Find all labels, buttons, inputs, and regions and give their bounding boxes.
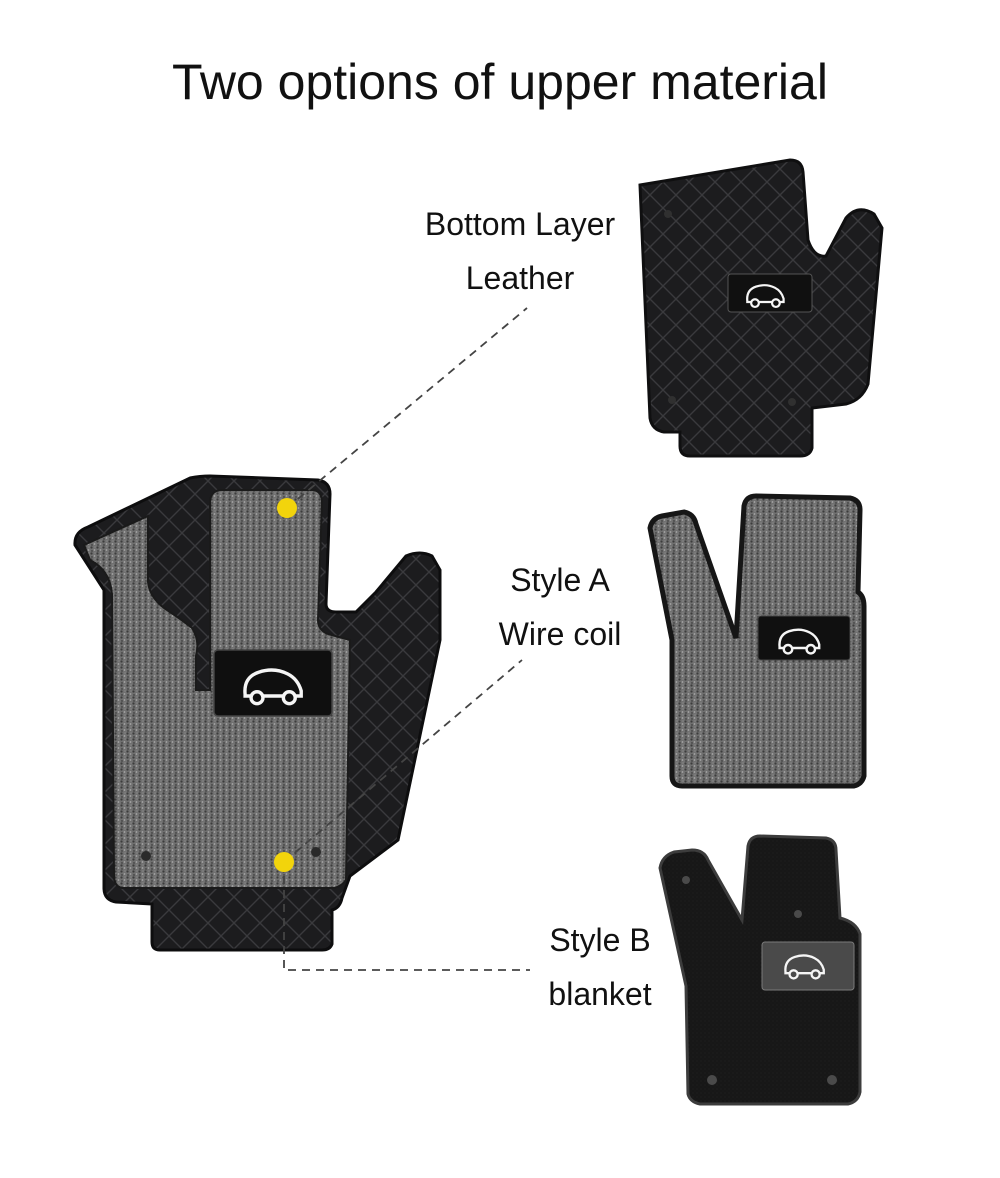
- main-mat-badge: [213, 649, 333, 717]
- callout-line-blanket: [283, 862, 530, 971]
- label-bottom-layer-line1: Bottom Layer: [424, 206, 616, 242]
- label-bottom-layer: Bottom Layer Leather: [400, 197, 640, 305]
- label-style-b-line1: Style B: [549, 922, 651, 958]
- label-bottom-layer-line2: Leather: [465, 260, 575, 296]
- main-mat: [73, 474, 442, 952]
- blanket-mat: [658, 834, 862, 1106]
- marker-coil-dot: [274, 852, 294, 872]
- label-style-b-line2: blanket: [548, 976, 652, 1012]
- blanket-mat-body: [658, 834, 862, 1106]
- car-logo-icon: [746, 284, 785, 309]
- car-logo-icon: [243, 668, 303, 706]
- marker-leather-dot: [277, 498, 297, 518]
- wire-coil-mat-badge: [757, 615, 851, 661]
- blanket-mat-badge: [761, 941, 855, 991]
- leather-mat-badge: [727, 273, 813, 313]
- wire-coil-mat-body: [647, 493, 867, 789]
- callout-lines: [283, 307, 530, 971]
- label-style-a: Style A Wire coil: [470, 553, 650, 661]
- callout-line-leather: [286, 307, 528, 509]
- car-logo-icon: [784, 954, 825, 980]
- page-title: Two options of upper material: [172, 54, 828, 110]
- label-style-a-line1: Style A: [510, 562, 610, 598]
- wire-coil-mat: [647, 493, 867, 789]
- car-logo-icon: [778, 628, 821, 655]
- callout-line-coil: [283, 659, 523, 863]
- label-style-a-line2: Wire coil: [498, 616, 622, 652]
- leather-mat: [638, 158, 884, 458]
- label-style-b: Style B blanket: [520, 913, 680, 1021]
